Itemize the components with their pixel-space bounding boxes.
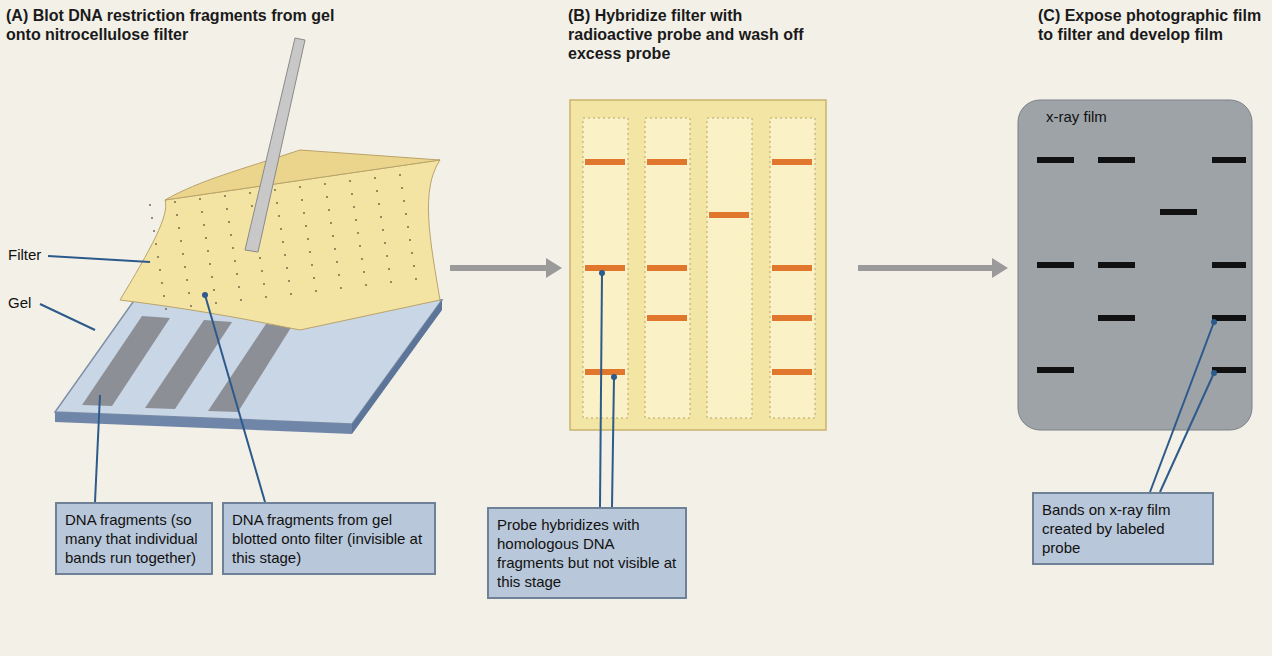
panel-heading: (A) Blot DNA restriction fragments from … [6,6,336,44]
part-label: x-ray film [1046,108,1107,125]
panel-c: (C) Expose photographic film to filter a… [1014,6,1258,434]
callout-text: Probe hybridizes with homologous DNA fra… [497,515,677,591]
x-ray-film [1018,100,1252,430]
part-label: Gel [8,294,31,311]
callout-box: DNA fragments (so many that individual b… [55,502,213,575]
process-arrow [450,258,562,278]
callout-box: Bands on x-ray film created by labeled p… [1032,492,1214,565]
callout-box: DNA fragments from gel blotted onto filt… [222,502,436,575]
panel-a: (A) Blot DNA restriction fragments from … [6,6,446,446]
hybridized-filter [570,100,826,430]
panel-heading: (B) Hybridize filter with radioactive pr… [568,6,830,63]
callout-text: DNA fragments from gel blotted onto filt… [232,510,426,567]
callout-text: DNA fragments (so many that individual b… [65,510,203,567]
panel-b: (B) Hybridize filter with radioactive pr… [568,6,830,434]
part-label: Filter [8,246,41,263]
forceps [245,38,305,252]
callout-box: Probe hybridizes with homologous DNA fra… [487,507,687,599]
panel-heading: (C) Expose photographic film to filter a… [1038,6,1270,44]
process-arrow [858,258,1008,278]
nitrocellulose-filter [120,150,440,330]
callout-text: Bands on x-ray film created by labeled p… [1042,500,1204,557]
leader-lines [40,256,1214,507]
